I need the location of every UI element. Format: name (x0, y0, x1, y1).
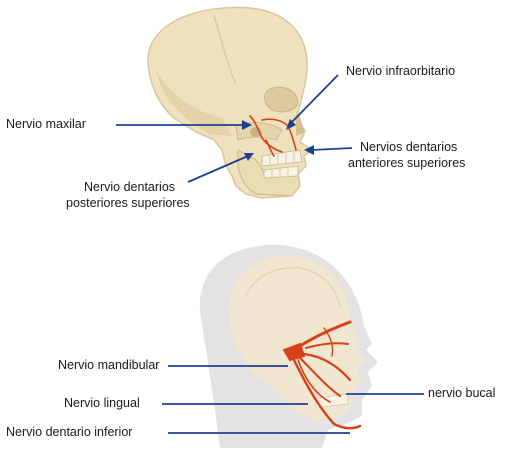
label-lingual-nerve: Nervio lingual (64, 396, 140, 411)
top-skull-figure (148, 7, 312, 198)
label-inferior-alveolar-nerve: Nervio dentario inferior (6, 425, 132, 440)
label-infraorbital-nerve: Nervio infraorbitario (346, 64, 455, 79)
label-posterior-superior-line1: Nervio dentarios (84, 180, 175, 195)
label-buccal-nerve: nervio bucal (428, 386, 495, 401)
label-anterior-superior-line2: anteriores superiores (348, 156, 465, 171)
label-maxillary-nerve: Nervio maxilar (6, 117, 86, 132)
label-mandibular-nerve: Nervio mandibular (58, 358, 159, 373)
leader-anterior-superior (312, 148, 352, 150)
label-posterior-superior-line2: posteriores superiores (66, 196, 190, 211)
label-anterior-superior-line1: Nervios dentarios (360, 140, 457, 155)
bottom-head-figure (200, 245, 378, 448)
